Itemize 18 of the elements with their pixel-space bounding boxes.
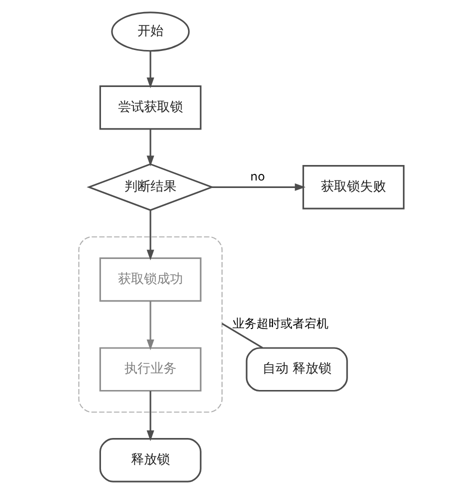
node-box: 自动 释放锁 (246, 347, 348, 392)
arrow (146, 391, 154, 442)
arrow (146, 301, 154, 350)
node-ellipse: 开始 (111, 12, 190, 52)
arrow (146, 50, 154, 88)
node-box: 执行业务 (99, 347, 202, 392)
edge-label: no (250, 170, 265, 184)
node-box: 获取锁失败 (302, 164, 405, 210)
node-box: 尝试获取锁 (99, 85, 202, 130)
arrow (146, 128, 154, 166)
edge-label: 业务超时或者宕机 (232, 316, 328, 330)
node-diamond: 判断结果 (86, 163, 214, 211)
node-box: 释放锁 (99, 438, 202, 482)
cluster (78, 236, 223, 413)
arrow (212, 183, 306, 191)
node-box: 获取锁成功 (99, 257, 202, 302)
arrow (146, 210, 154, 260)
connector (222, 322, 263, 348)
